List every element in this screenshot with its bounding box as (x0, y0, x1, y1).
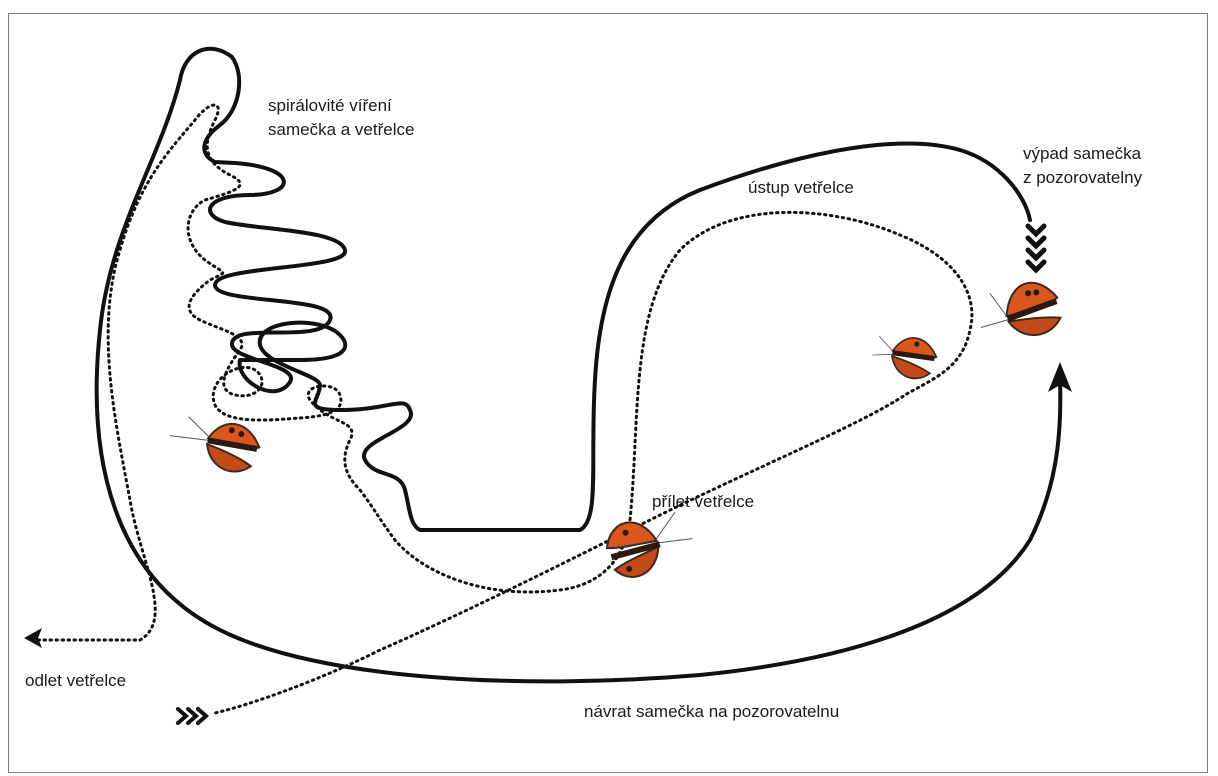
butterfly-icon (602, 507, 698, 582)
spiral-label: spirálovité víření samečka a vetřelce (268, 94, 414, 142)
retreat-label-text: ústup vetřelce (748, 176, 854, 200)
departure-label: odlet vetřelce (25, 669, 126, 693)
butterfly-icon (166, 413, 263, 475)
sortie-label-line2: z pozorovatelny (1023, 166, 1142, 190)
sortie-label-line1: výpad samečka (1023, 142, 1142, 166)
butterfly-icon (870, 332, 939, 381)
departure-label-text: odlet vetřelce (25, 669, 126, 693)
arrival-label-text: přílet vetřelce (652, 490, 754, 514)
spiral-label-line1: spirálovité víření (268, 94, 414, 118)
arrival-label: přílet vetřelce (652, 490, 754, 514)
retreat-label: ústup vetřelce (748, 176, 854, 200)
spiral-label-line2: samečka a vetřelce (268, 118, 414, 142)
return-label: návrat samečka na pozorovatelnu (584, 700, 839, 724)
return-label-text: návrat samečka na pozorovatelnu (584, 700, 839, 724)
sortie-label: výpad samečka z pozorovatelny (1023, 142, 1142, 190)
butterfly-icon (971, 272, 1067, 353)
